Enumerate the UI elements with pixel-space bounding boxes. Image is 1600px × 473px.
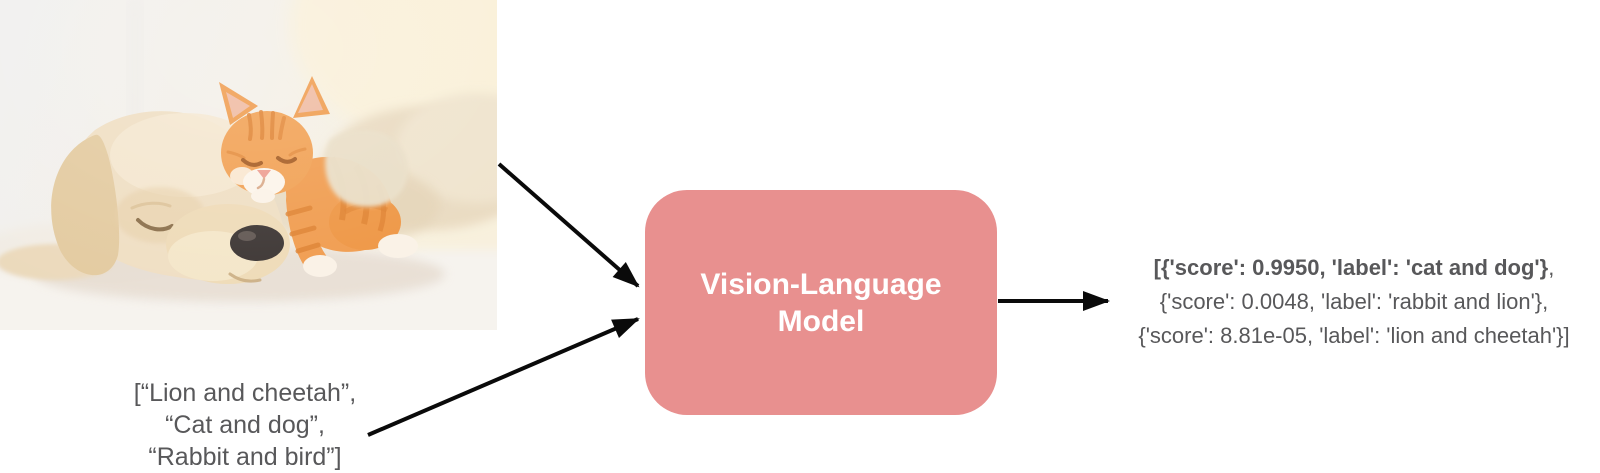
candidate-labels-text: [“Lion and cheetah”, “Cat and dog”, “Rab… [105, 377, 385, 473]
labels-to-model-arrow [367, 317, 640, 437]
candidate-labels-line-3: “Rabbit and bird”] [148, 443, 342, 471]
image-to-model-arrow [497, 162, 640, 288]
pet-photo-illustration [0, 0, 497, 330]
candidate-labels-line-1: [“Lion and cheetah”, [133, 379, 357, 407]
output-line-1: [{'score': 0.9950, 'label': 'cat and dog… [1094, 251, 1600, 285]
output-line-1-rest: , [1548, 255, 1555, 280]
vision-language-model-box: Vision-Language Model [645, 190, 997, 415]
model-box-label-line-2: Model [777, 304, 865, 338]
output-line-3: {'score': 8.81e-05, 'label': 'lion and c… [1138, 323, 1570, 348]
model-box-label-line-1: Vision-Language [700, 267, 942, 301]
output-line-2: {'score': 0.0048, 'label': 'rabbit and l… [1159, 289, 1549, 314]
model-output-text: [{'score': 0.9950, 'label': 'cat and dog… [1094, 251, 1600, 353]
input-pet-photo [0, 0, 497, 330]
output-line-1-bold: [{'score': 0.9950, 'label': 'cat and dog… [1153, 255, 1549, 280]
candidate-labels-line-2: “Cat and dog”, [165, 411, 325, 439]
